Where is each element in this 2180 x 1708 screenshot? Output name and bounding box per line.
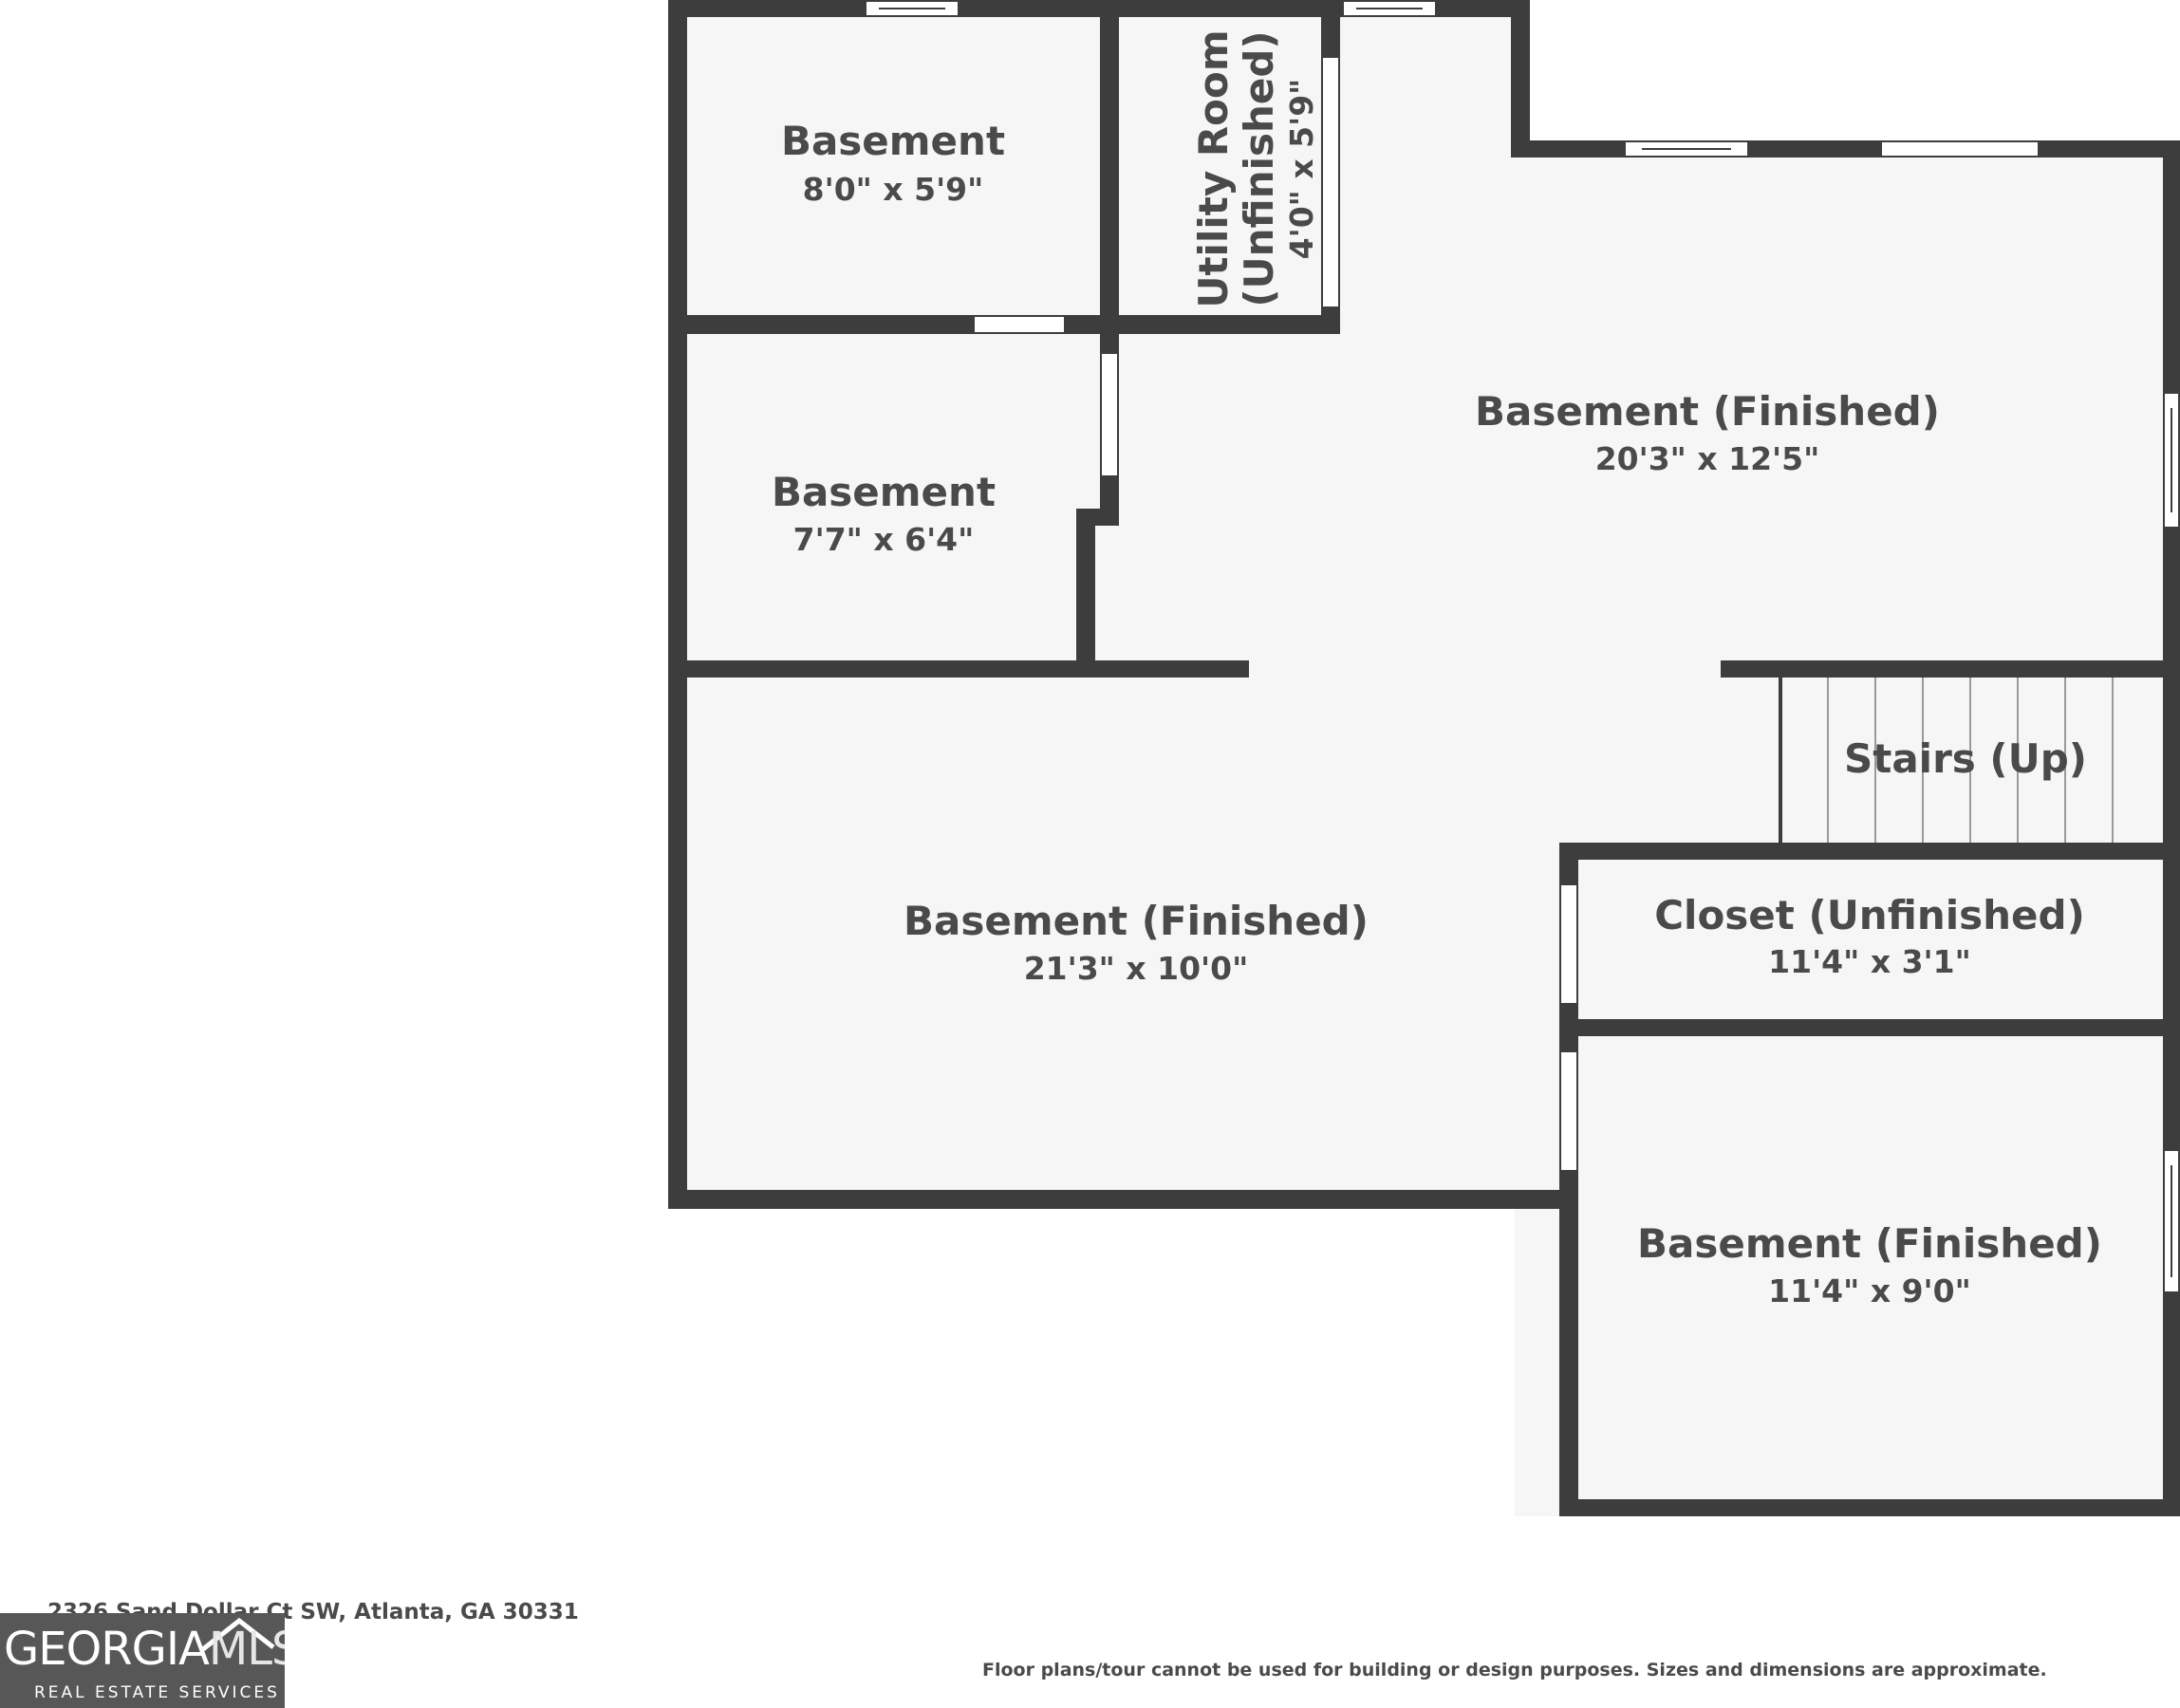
room-label: Basement (Finished) — [1637, 1220, 2102, 1267]
wall-stairs-left — [1779, 660, 1782, 845]
wall-right — [2163, 140, 2180, 1516]
room-utility: Utility Room (Unfinished) 4'0" x 5'9" — [1190, 29, 1320, 307]
room-label: Basement — [781, 118, 1005, 164]
room-basement-1: Basement 8'0" x 5'9" — [781, 118, 1005, 208]
georgia-mls-logo: GEORGIAMLS REAL ESTATE SERVICES — [0, 1613, 285, 1708]
opening-annex-left — [1559, 1050, 1578, 1172]
wall-bottom-right — [1559, 1499, 2180, 1516]
room-stairs: Stairs (Up) — [1844, 735, 2087, 782]
room-label: Stairs (Up) — [1844, 735, 2087, 782]
room-dimensions: 8'0" x 5'9" — [803, 171, 984, 208]
room-dimensions: 20'3" x 12'5" — [1595, 440, 1820, 477]
openings — [865, 0, 2180, 1293]
wall-bsmt2-right-lower — [1076, 509, 1095, 678]
window-north-1 — [1624, 140, 1749, 158]
room-dimensions: 4'0" x 5'9" — [1283, 79, 1320, 260]
wall-closet-top — [1559, 843, 2180, 860]
opening-utility-right — [1321, 56, 1340, 308]
wall-annex-left — [1559, 843, 1578, 1516]
room-closet: Closet (Unfinished) 11'4" x 3'1" — [1654, 892, 2085, 980]
logo-brand-main: GEORGIA — [4, 1623, 210, 1676]
wall-left — [668, 0, 687, 1209]
wall-bottom-main — [668, 1190, 1578, 1209]
room-basement-finished-2: Basement (Finished) 21'3" x 10'0" — [904, 898, 1369, 987]
opening-north-2 — [1880, 140, 2040, 158]
disclaimer: Floor plans/tour cannot be used for buil… — [982, 1660, 2047, 1680]
room-label: Basement (Finished) — [1475, 388, 1940, 435]
window-bsmt1-top — [865, 0, 960, 17]
room-basement-2: Basement 7'7" x 6'4" — [772, 469, 996, 558]
opening-closet-left — [1559, 883, 1578, 1005]
room-label: Closet (Unfinished) — [1654, 892, 2085, 938]
room-basement-finished-3: Basement (Finished) 11'4" x 9'0" — [1637, 1220, 2102, 1309]
room-dimensions: 21'3" x 10'0" — [1024, 950, 1249, 987]
room-label-line2: (Unfinished) — [1236, 30, 1282, 306]
room-dimensions: 11'4" x 9'0" — [1768, 1272, 1971, 1309]
stair-treads — [1779, 676, 2114, 845]
floor-east — [1515, 140, 2179, 1516]
opening-bsmt2-right — [1100, 352, 1119, 477]
logo-brand-accent: MLS — [208, 1623, 285, 1676]
wall-bsmt1-right — [1100, 0, 1119, 334]
window-east-1 — [2163, 392, 2180, 529]
room-basement-finished-1: Basement (Finished) 20'3" x 12'5" — [1475, 388, 1940, 477]
wall-notch-vertical — [1511, 0, 1530, 158]
room-dimensions: 7'7" x 6'4" — [793, 521, 975, 558]
logo-brand: GEORGIAMLS — [4, 1623, 285, 1676]
wall-bsmt2-bottom — [668, 660, 1249, 678]
room-label: Utility Room — [1190, 29, 1237, 307]
opening-bsmt2-top — [973, 315, 1066, 334]
house-roof-icon — [201, 1617, 275, 1651]
floor-areas — [668, 0, 2179, 1516]
wall-stairs-top — [1721, 660, 2180, 678]
wall-closet-bottom — [1559, 1019, 2180, 1036]
room-label: Basement — [772, 469, 996, 515]
logo-tagline: REAL ESTATE SERVICES — [34, 1683, 280, 1702]
window-main-top — [1342, 0, 1437, 17]
window-east-2 — [2163, 1149, 2180, 1293]
room-dimensions: 11'4" x 3'1" — [1768, 943, 1971, 980]
room-label: Basement (Finished) — [904, 898, 1369, 944]
wall-top-right — [1511, 140, 2180, 158]
